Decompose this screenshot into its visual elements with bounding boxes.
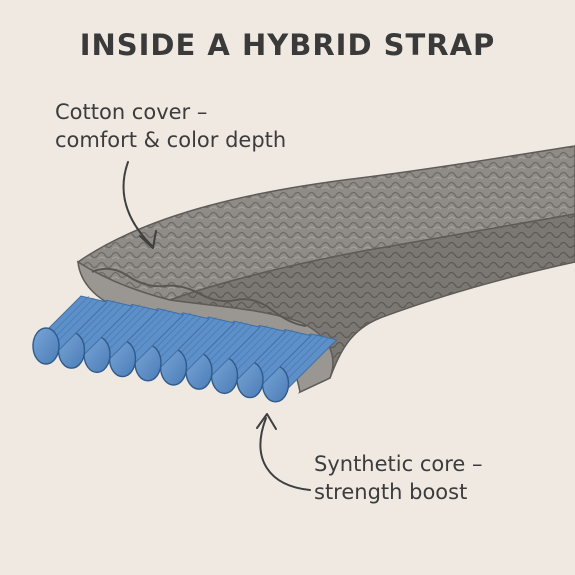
cotton-cover-label-line2: comfort & color depth (55, 128, 287, 152)
synthetic-core (32, 295, 338, 403)
cover-callout-arrow (122, 161, 153, 247)
diagram-title: INSIDE A HYBRID STRAP (79, 28, 496, 62)
synthetic-core-label: Synthetic core – strength boost (314, 450, 482, 506)
cover-callout-arrowhead (139, 230, 157, 249)
core-callout-arrow (259, 417, 311, 491)
cotton-cover-label-line1: Cotton cover – (55, 100, 208, 124)
cotton-cover-label: Cotton cover – comfort & color depth (55, 98, 286, 154)
core-callout-arrowhead (256, 413, 277, 430)
cover-rim-weave (91, 267, 307, 327)
core-strand-end (32, 327, 60, 365)
synthetic-core-label-line2: strength boost (314, 480, 468, 504)
synthetic-core-label-line1: Synthetic core – (314, 452, 483, 476)
